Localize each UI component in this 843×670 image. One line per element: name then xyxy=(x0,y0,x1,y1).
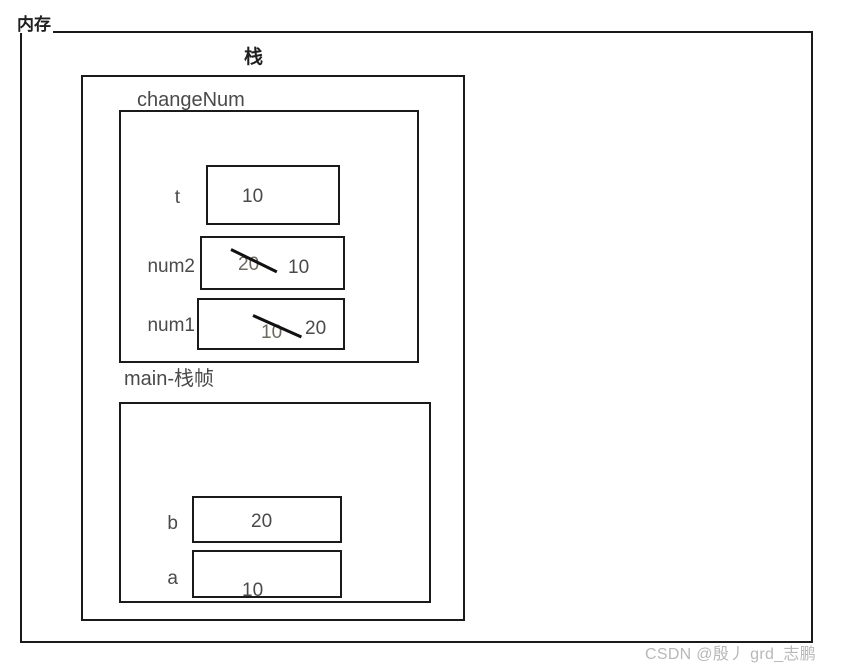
variable-box-a xyxy=(192,550,342,598)
variable-old-value-num2: 20 xyxy=(238,254,260,275)
variable-box-b xyxy=(192,496,342,543)
variable-box-num2 xyxy=(200,236,345,290)
stack-region-label: 栈 xyxy=(240,48,268,67)
variable-value-b: 20 xyxy=(251,511,273,532)
variable-label-t: t xyxy=(174,187,180,208)
changenum-frame-box xyxy=(119,110,419,363)
variable-new-value-num1: 20 xyxy=(305,318,327,339)
changenum-frame-label: changeNum xyxy=(134,90,248,110)
memory-region-box xyxy=(20,31,813,643)
variable-new-value-num2: 10 xyxy=(288,257,310,278)
stack-region-box xyxy=(81,75,465,621)
variable-box-num1 xyxy=(197,298,345,350)
variable-label-a: a xyxy=(167,568,178,589)
variable-value-a: 10 xyxy=(242,580,264,601)
memory-region-label: 内存 xyxy=(15,15,53,34)
variable-old-value-num1: 10 xyxy=(261,322,283,343)
variable-label-num2: num2 xyxy=(147,256,195,277)
variable-box-t xyxy=(206,165,340,225)
main-frame-box xyxy=(119,402,431,603)
variable-label-b: b xyxy=(167,513,178,534)
variable-value-t: 10 xyxy=(242,186,264,207)
main-frame-label: main-栈帧 xyxy=(121,369,218,389)
variable-label-num1: num1 xyxy=(147,315,195,336)
csdn-watermark: CSDN @殷丿 grd_志鹏 xyxy=(645,646,816,663)
